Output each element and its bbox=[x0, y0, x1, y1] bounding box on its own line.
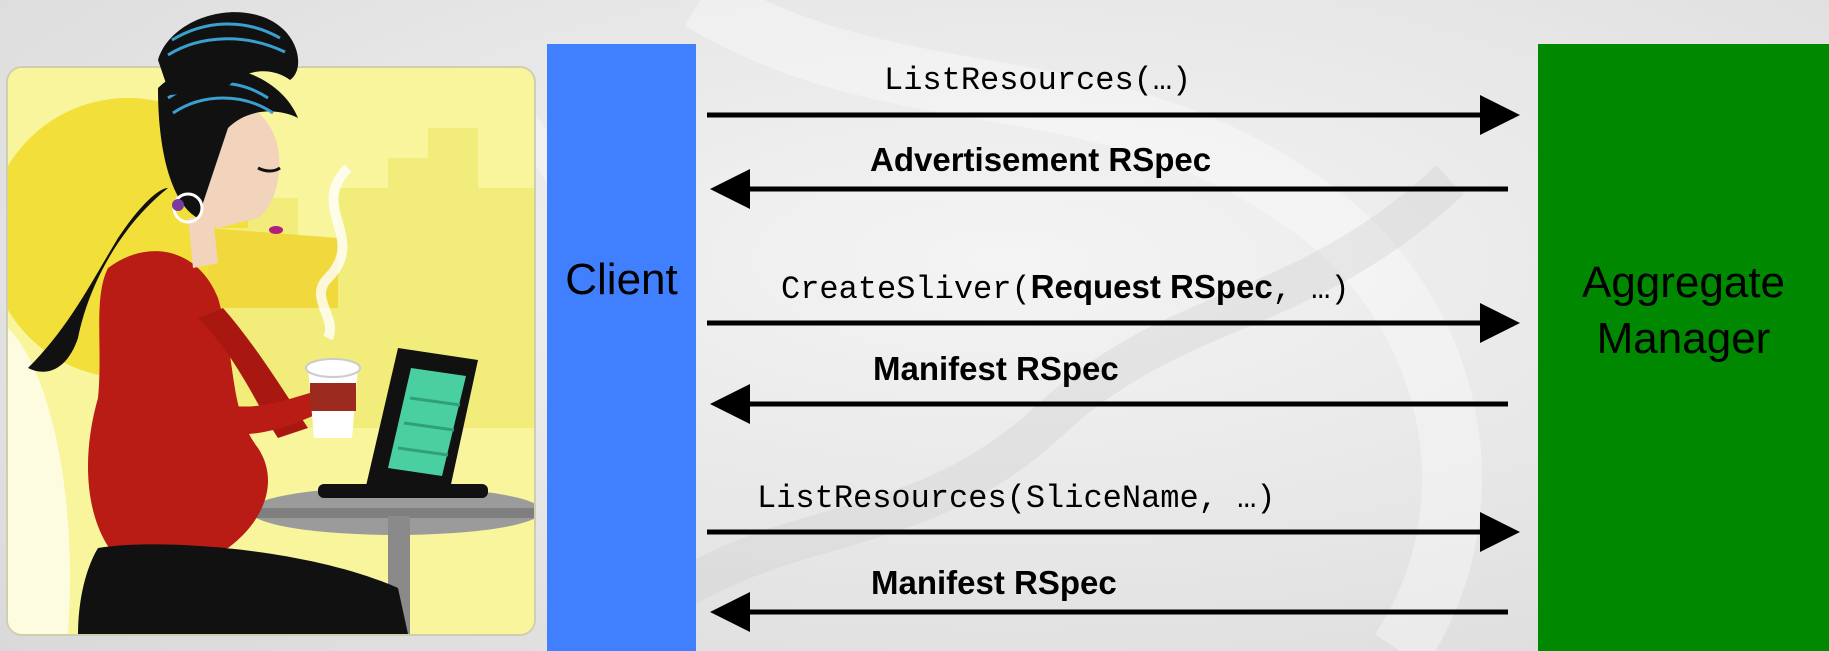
client-label: Client bbox=[565, 255, 678, 304]
message-label-advertisement-rspec: Advertisement RSpec bbox=[870, 141, 1212, 178]
aggregate-manager-label-line2: Manager bbox=[1596, 314, 1771, 363]
message-label-manifest-rspec-1: Manifest RSpec bbox=[873, 350, 1119, 387]
message-label-manifest-rspec-2: Manifest RSpec bbox=[871, 564, 1117, 601]
create-sliver-args: , …) bbox=[1272, 271, 1350, 308]
request-rspec-label: Request RSpec bbox=[1030, 268, 1273, 305]
aggregate-manager-box bbox=[1538, 44, 1829, 651]
message-label-create-sliver: CreateSliver(Request RSpec, …) bbox=[781, 268, 1350, 308]
create-sliver-call: CreateSliver( bbox=[781, 271, 1031, 308]
client-box bbox=[547, 44, 696, 651]
user-illustration bbox=[6, 66, 536, 636]
aggregate-manager-label: Aggregate Manager bbox=[1538, 255, 1829, 367]
message-label-list-resources: ListResources(…) bbox=[884, 62, 1192, 99]
message-label-list-resources-slice: ListResources(SliceName, …) bbox=[757, 480, 1276, 517]
aggregate-manager-label-line1: Aggregate bbox=[1581, 258, 1786, 307]
